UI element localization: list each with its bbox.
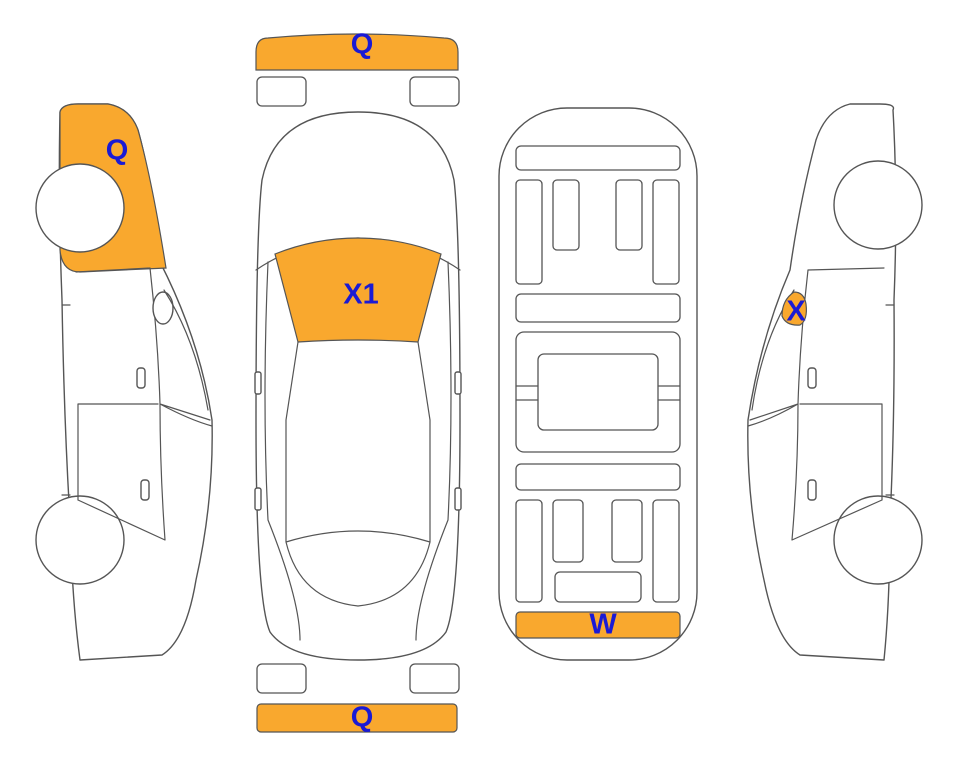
right-side-view: X [747,103,923,661]
ub-mid-crossmember-1 [515,293,681,323]
right-front-handle [807,367,817,389]
right-rear-handle [807,479,817,501]
top-view-roof-lines [264,261,452,641]
top-view: Q X1 Q [254,29,462,734]
right-door-lines [747,267,885,541]
top-right-handle-b [454,487,462,511]
label-right-mirror: X [786,296,806,328]
left-window-lines [61,289,209,496]
ub-rear-left-inner [552,499,584,563]
rear-right-light [409,663,460,694]
front-left-light [256,76,307,107]
ub-rear-right-rail [652,499,680,603]
top-left-mirror-a [254,371,262,395]
underbody-rear-damage[interactable] [515,611,681,639]
right-mirror-damage[interactable] [781,291,807,326]
left-side-view: Q [35,103,213,661]
left-front-handle [136,367,146,389]
windshield-damage[interactable] [274,237,442,343]
top-right-mirror-a [454,371,462,395]
label-left-front-fender: Q [106,135,129,167]
ub-floor-dividers [515,385,681,401]
ub-center-panel [537,353,659,431]
label-rear-bumper: Q [351,702,374,734]
rear-bumper-damage[interactable] [256,703,458,733]
label-windshield: X1 [343,279,378,311]
ub-front-right-inner [615,179,643,251]
ub-mid-crossmember-2 [515,463,681,491]
ub-rear-right-inner [611,499,643,563]
underbody-view: W [498,107,698,661]
ub-rear-left-rail [515,499,543,603]
ub-front-left-inner [552,179,580,251]
ub-front-left-rail [515,179,543,285]
ub-front-right-rail [652,179,680,285]
left-mirror [152,291,174,325]
top-view-body [255,111,461,661]
ub-rear-tank [554,571,642,603]
label-underbody-rear: W [589,609,617,641]
rear-left-light [256,663,307,694]
left-rear-wheel [35,495,125,585]
ub-front-crossmember [515,145,681,171]
top-left-handle-b [254,487,262,511]
left-door-lines [75,267,213,541]
right-front-wheel [833,160,923,250]
front-bumper-damage[interactable] [255,33,459,71]
label-front-bumper: Q [351,29,374,61]
left-rear-handle [140,479,150,501]
left-front-wheel [35,163,125,253]
right-rear-wheel [833,495,923,585]
front-right-light [409,76,460,107]
